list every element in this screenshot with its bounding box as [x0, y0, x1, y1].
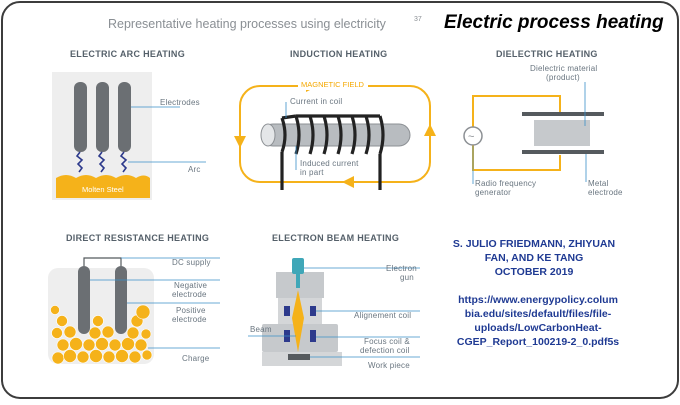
focus-coil-label-2: defection coil — [360, 346, 410, 355]
citation-url-3[interactable]: uploads/LowCarbonHeat- — [474, 322, 602, 334]
arc-spark-2 — [97, 151, 106, 173]
dielectric-product — [534, 120, 590, 146]
page-title: Electric process heating — [444, 12, 664, 33]
electron-gun-label-2: gun — [400, 273, 414, 282]
citation-date: OCTOBER 2019 — [495, 266, 574, 278]
dc-supply-wire — [83, 257, 122, 266]
top-metal-plate — [522, 112, 604, 116]
positive-electrode — [115, 266, 127, 334]
electrode-2 — [96, 82, 109, 152]
metal-electrode-label-1: Metal — [588, 179, 609, 188]
negative-electrode — [78, 266, 90, 334]
arc-spark-3 — [119, 151, 128, 173]
citation-authors-2: FAN, AND KE TANG — [485, 252, 584, 264]
citation: S. JULIO FRIEDMANN, ZHIYUAN FAN, AND KE … — [453, 238, 619, 348]
electrode-1 — [74, 82, 87, 152]
citation-url-2[interactable]: bia.edu/sites/default/files/file- — [465, 308, 612, 320]
electron-gun — [292, 258, 304, 274]
electron-beam — [292, 290, 304, 352]
rf-generator — [463, 126, 483, 146]
current-coil-label: Current in coil — [290, 97, 342, 106]
beam-label: Beam — [250, 325, 272, 334]
molten-steel — [56, 175, 150, 198]
alignment-coil-label: Alignement coil — [354, 311, 411, 320]
panel-induction: INDUCTION HEATING MAGNETIC FIELD Current… — [234, 49, 436, 190]
charge-label: Charge — [182, 354, 210, 363]
rf-generator-label-1: Radio frequency — [475, 179, 536, 188]
electrodes-label: Electrodes — [160, 98, 200, 107]
dielectric-heading: DIELECTRIC HEATING — [496, 49, 598, 59]
citation-authors-1: S. JULIO FRIEDMANN, ZHIYUAN — [453, 238, 615, 250]
workpiece-end — [260, 123, 276, 147]
citation-url-1[interactable]: https://www.energypolicy.colum — [458, 294, 618, 306]
metal-electrode-label-2: electrode — [588, 188, 623, 197]
ebeam-work-piece — [288, 354, 310, 360]
dielectric-material-label-1: Dielectric material — [530, 64, 597, 73]
panel-electric-arc: ELECTRIC ARC HEATING Molten Steel Electr… — [52, 49, 206, 200]
induction-coil — [280, 114, 385, 190]
arc-heading: ELECTRIC ARC HEATING — [70, 49, 185, 59]
magnetic-field-label: MAGNETIC FIELD — [301, 80, 365, 89]
magnetic-field-label-bg — [298, 78, 368, 90]
positive-electrode-label-2: electrode — [172, 315, 207, 324]
electrode-3 — [118, 82, 131, 152]
rf-generator-label-2: generator — [475, 188, 511, 197]
panel-dielectric: DIELECTRIC HEATING ~ Dielectric material… — [463, 49, 623, 197]
negative-electrode-label-1: Negative — [174, 281, 208, 290]
induction-heading: INDUCTION HEATING — [290, 49, 387, 59]
work-piece-label: Work piece — [368, 361, 410, 370]
electron-gun-stem — [296, 274, 300, 288]
negative-electrode-label-2: electrode — [172, 290, 207, 299]
induced-current-label-1: Induced current — [300, 159, 359, 168]
focus-coil-right — [310, 330, 316, 342]
resistance-heading: DIRECT RESISTANCE HEATING — [66, 233, 209, 243]
dielectric-material-label-2: (product) — [546, 73, 580, 82]
panel-electron-beam: ELECTRON BEAM HEATING Electron gun Align… — [248, 233, 420, 370]
panel-direct-resistance: DIRECT RESISTANCE HEATING DC supply Nega… — [48, 233, 220, 365]
subtitle-reference: 37 — [414, 16, 422, 23]
positive-electrode-label-1: Positive — [176, 306, 206, 315]
ebeam-heading: ELECTRON BEAM HEATING — [272, 233, 399, 243]
rf-generator-symbol: ~ — [468, 131, 474, 143]
charge-balls — [50, 304, 153, 365]
induced-current-label-2: in part — [300, 168, 324, 177]
alignment-coil-left — [284, 306, 290, 316]
dc-supply-label: DC supply — [172, 258, 211, 267]
focus-coil-label-1: Focus coil & — [364, 337, 410, 346]
arc-label: Arc — [188, 165, 201, 174]
molten-steel-label: Molten Steel — [82, 185, 124, 194]
bottom-metal-plate — [522, 150, 604, 154]
dielectric-wire-top — [472, 95, 561, 128]
arc-spark-1 — [75, 151, 84, 173]
electron-gun-label-1: Electron — [386, 264, 417, 273]
slide-border — [1, 1, 679, 399]
subtitle: Representative heating processes using e… — [108, 17, 387, 31]
citation-url-4[interactable]: CGEP_Report_100219-2_0.pdf5s — [457, 336, 619, 348]
alignment-coil-right — [310, 306, 316, 316]
